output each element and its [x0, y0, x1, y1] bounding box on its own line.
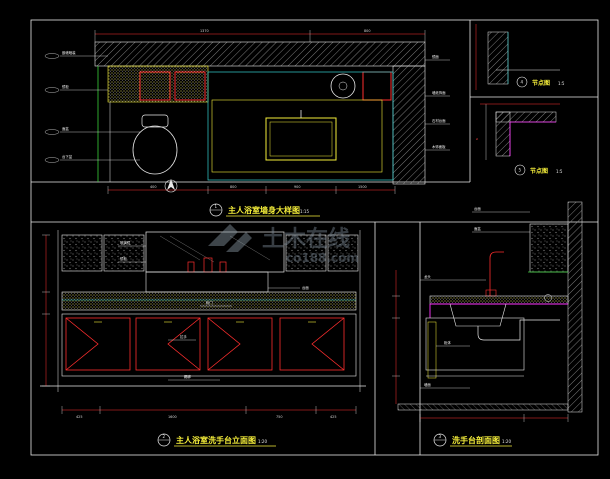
plan-note-left-3: 面盆	[62, 126, 69, 131]
elevation-drawer-4	[279, 317, 345, 371]
plan-title-index: 1	[215, 204, 218, 209]
elevation-note-1: 玻璃镜	[120, 240, 131, 245]
plan-dim-bottom-2: 800	[230, 185, 236, 189]
plan-round-fixture-inner	[338, 81, 348, 91]
section-note-4: 柜体	[444, 340, 451, 345]
detail1-title: 节点图	[532, 79, 550, 87]
detail2-scale: 1:5	[556, 169, 563, 174]
elev-dim-4: 425	[330, 415, 336, 419]
plan-dim-bottom-1: 400	[150, 185, 156, 189]
detail-view-1: 4 节点图 1:5	[475, 24, 565, 90]
plan-round-fixture	[330, 73, 356, 99]
plan-title: 主人浴室墙身大样图	[228, 205, 300, 215]
elevation-note-4: 柜门	[206, 300, 213, 305]
detail1-scale: 1:5	[558, 81, 565, 86]
elevation-note-2: 镜柜	[120, 256, 127, 261]
section-note-1: 台面	[474, 206, 481, 211]
elevation-note-3: 台面	[302, 285, 309, 290]
plan-cabinet-2	[174, 71, 206, 101]
section-countertop	[429, 295, 569, 305]
plan-note-right-1: 镜面	[432, 54, 439, 59]
elev-dim-2: 1600	[168, 415, 177, 419]
plan-right-notes: 镜面 墙纸饰面 石材台面 木饰面板	[425, 54, 450, 151]
section-notes: 台面 面盆 龙头 柜体 墙面	[420, 206, 530, 389]
detail1-marker	[516, 76, 528, 88]
detail2-index: 5	[519, 168, 522, 173]
section-note-3: 龙头	[424, 274, 431, 279]
plan-wall-hatch-top	[94, 41, 426, 67]
elevation-drawer-3	[207, 317, 273, 371]
plan-left-notes: 嵌墙暗装 镜柜 面盆 台下盆	[44, 50, 140, 163]
plan-dim-bottom-3: 900	[294, 185, 300, 189]
plan-stone-strip	[107, 65, 209, 103]
watermark-url: co188.com	[286, 251, 359, 265]
detail1-index: 4	[521, 80, 524, 85]
watermark-brand: 土木在线	[262, 226, 350, 252]
elevation-title-index: 2	[163, 434, 166, 439]
plan-basin	[265, 117, 337, 161]
elevation-notes: 玻璃镜 镜柜 台面 柜门 拉手 踢脚	[118, 240, 309, 381]
elevation-title: 主人浴室洗手台立面图	[176, 435, 256, 445]
plan-dim-bottom-4: 1500	[358, 185, 367, 189]
plan-cabinet-1	[139, 71, 171, 101]
watermark: 土木在线 co188.com	[208, 224, 359, 265]
elevation-note-6: 踢脚	[184, 374, 191, 379]
detail-view-2: ⌀ 5 节点图 1:5	[476, 103, 563, 176]
plan-dim-top-1: 1370	[200, 29, 209, 33]
section-title-index: 3	[439, 434, 442, 439]
section-title-scale: 1:20	[502, 439, 511, 444]
plan-dim-top-2: 800	[364, 29, 370, 33]
plan-wall-hatch-right	[392, 65, 426, 185]
detail2-title: 节点图	[530, 167, 548, 175]
plan-title-scale: 1:15	[300, 209, 309, 214]
elevation-drawer-2	[135, 317, 201, 371]
elevation-countertop	[61, 291, 357, 311]
plan-cabinet-3	[362, 71, 392, 101]
svg-text:⌀: ⌀	[476, 137, 478, 141]
plan-counter-inner	[211, 99, 383, 173]
watermark-logo-icon	[208, 224, 252, 252]
plan-view: 1370 800 400 800 900 1500 嵌墙暗装 镜柜 面盆 台下盆	[44, 29, 450, 217]
plan-toilet-tank	[141, 114, 169, 128]
section-note-2: 面盆	[474, 226, 481, 231]
plan-note-left-1: 嵌墙暗装	[62, 50, 76, 55]
elev-dim-3: 750	[276, 415, 282, 419]
plan-basin-inner	[269, 121, 333, 157]
elevation-drawer-1	[65, 317, 131, 371]
plan-toilet-bowl	[132, 125, 178, 175]
plan-note-right-2: 墙纸饰面	[432, 90, 446, 95]
elevation-title-scale: 1:20	[258, 439, 267, 444]
elev-dim-1: 425	[76, 415, 82, 419]
section-view: 台面 面盆 龙头 柜体 墙面 3 洗手台剖面图 1:20	[392, 201, 583, 447]
detail2-marker	[514, 164, 526, 176]
plan-counter-outline	[207, 71, 394, 181]
plan-note-left-2: 镜柜	[62, 84, 69, 89]
elevation-note-5: 拉手	[180, 334, 187, 339]
plan-note-right-4: 木饰面板	[432, 144, 446, 149]
section-title: 洗手台剖面图	[452, 435, 500, 445]
section-note-5: 墙面	[424, 382, 431, 387]
plan-note-left-4: 台下盆	[62, 154, 73, 159]
plan-note-right-3: 石材台面	[432, 118, 446, 123]
elevation-view: 玻璃镜 镜柜 台面 柜门 拉手 踢脚 425 1600 750 425 2 主人…	[40, 230, 366, 447]
